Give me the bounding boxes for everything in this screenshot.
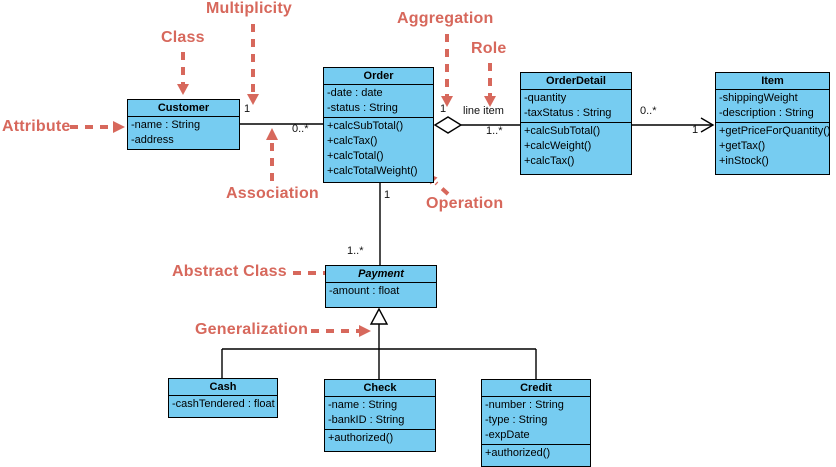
class-attribute: -type : String [485,414,548,426]
attribute-arrowhead-icon [113,121,125,133]
class-title: Payment [326,266,436,283]
class-operation: +inStock() [719,155,769,167]
attributes-compartment: -shippingWeight -description : String [716,90,829,122]
operations-compartment: +calcSubTotal() +calcTax() +calcTotal() … [324,117,433,182]
class-item: Item -shippingWeight -description : Stri… [715,72,830,175]
class-title: Customer [128,100,239,117]
class-attribute: -status : String [327,102,398,114]
class-operation: +calcWeight() [524,140,592,152]
class-attribute: -address [131,134,174,146]
annotation-operation: Operation [426,195,504,212]
operation-callout-arrow [434,181,450,196]
class-operation: +calcTotalWeight() [327,165,418,177]
operations-compartment: +getPriceForQuantity() +getTax() +inStoc… [716,122,829,174]
class-attribute: -quantity [524,92,567,104]
open-arrowhead-icon [700,117,715,133]
class-attribute: -bankID : String [328,414,405,426]
class-attribute: -shippingWeight [719,92,798,104]
class-operation: +calcTax() [524,155,575,167]
class-attribute: -expDate [485,429,530,441]
class-credit: Credit -number : String -type : String -… [481,379,591,467]
operations-compartment: +calcSubTotal() +calcWeight() +calcTax() [521,122,631,174]
annotation-class: Class [161,29,205,46]
annotation-association: Association [226,185,319,202]
class-title: Order [324,68,433,85]
class-operation: +getTax() [719,140,766,152]
class-operation: +calcTax() [327,135,378,147]
multiplicity-order-payment-order: 1 [384,189,391,201]
class-attribute: -description : String [719,107,814,119]
class-operation: +authorized() [328,432,394,444]
class-title: Cash [169,379,277,396]
class-attribute: -number : String [485,399,564,411]
annotation-role: Role [471,40,507,57]
annotation-attribute: Attribute [2,118,71,135]
association-arrowhead-icon [266,128,278,140]
class-title: Credit [482,380,590,397]
class-attribute: -name : String [131,119,201,131]
annotation-multiplicity: Multiplicity [206,0,292,17]
generalization-triangle-icon [369,307,389,325]
attributes-compartment: -quantity -taxStatus : String [521,90,631,122]
operations-compartment: +authorized() [325,429,435,451]
class-operation: +authorized() [485,447,551,459]
class-order: Order -date : date -status : String +cal… [323,67,434,183]
multiplicity-order-payment-payment: 1..* [347,245,364,257]
multiplicity-order-side: 0..* [292,123,309,135]
multiplicity-item-side: 1 [692,124,699,136]
class-customer: Customer -name : String -address [127,99,240,150]
multiplicity-customer-side: 1 [244,103,251,115]
annotation-aggregation: Aggregation [397,10,494,27]
operations-compartment: +authorized() [482,444,590,466]
class-attribute: -amount : float [329,285,400,297]
multiplicity-orderdetail-aggregation: 1..* [486,125,503,137]
class-payment: Payment -amount : float [325,265,437,308]
attributes-compartment: -cashTendered : float [169,396,277,417]
class-title: Item [716,73,829,90]
attributes-compartment: -amount : float [326,283,436,307]
attributes-compartment: -date : date -status : String [324,85,433,117]
class-check: Check -name : String -bankID : String +a… [324,379,436,452]
class-operation: +calcSubTotal() [327,120,404,132]
class-operation: +getPriceForQuantity() [719,125,829,137]
multiplicity-order-aggregation: 1 [440,103,447,115]
class-arrowhead-icon [177,84,189,95]
multiplicity-orderdetail-item: 0..* [640,105,657,117]
class-attribute: -cashTendered : float [172,398,275,410]
generalization-arrowhead-icon [359,325,371,337]
aggregation-diamond-icon [433,116,463,134]
class-title: OrderDetail [521,73,631,90]
class-cash: Cash -cashTendered : float [168,378,278,418]
class-operation: +calcSubTotal() [524,125,601,137]
annotation-abstract-class: Abstract Class [172,263,287,280]
class-attribute: -name : String [328,399,398,411]
class-operation: +calcTotal() [327,150,384,162]
class-attribute: -taxStatus : String [524,107,612,119]
role-label-line-item: line item [463,105,504,117]
annotation-generalization: Generalization [195,321,309,338]
attributes-compartment: -number : String -type : String -expDate [482,397,590,444]
attributes-compartment: -name : String -address [128,117,239,149]
class-attribute: -date : date [327,87,383,99]
class-orderdetail: OrderDetail -quantity -taxStatus : Strin… [520,72,632,175]
class-title: Check [325,380,435,397]
attributes-compartment: -name : String -bankID : String [325,397,435,429]
